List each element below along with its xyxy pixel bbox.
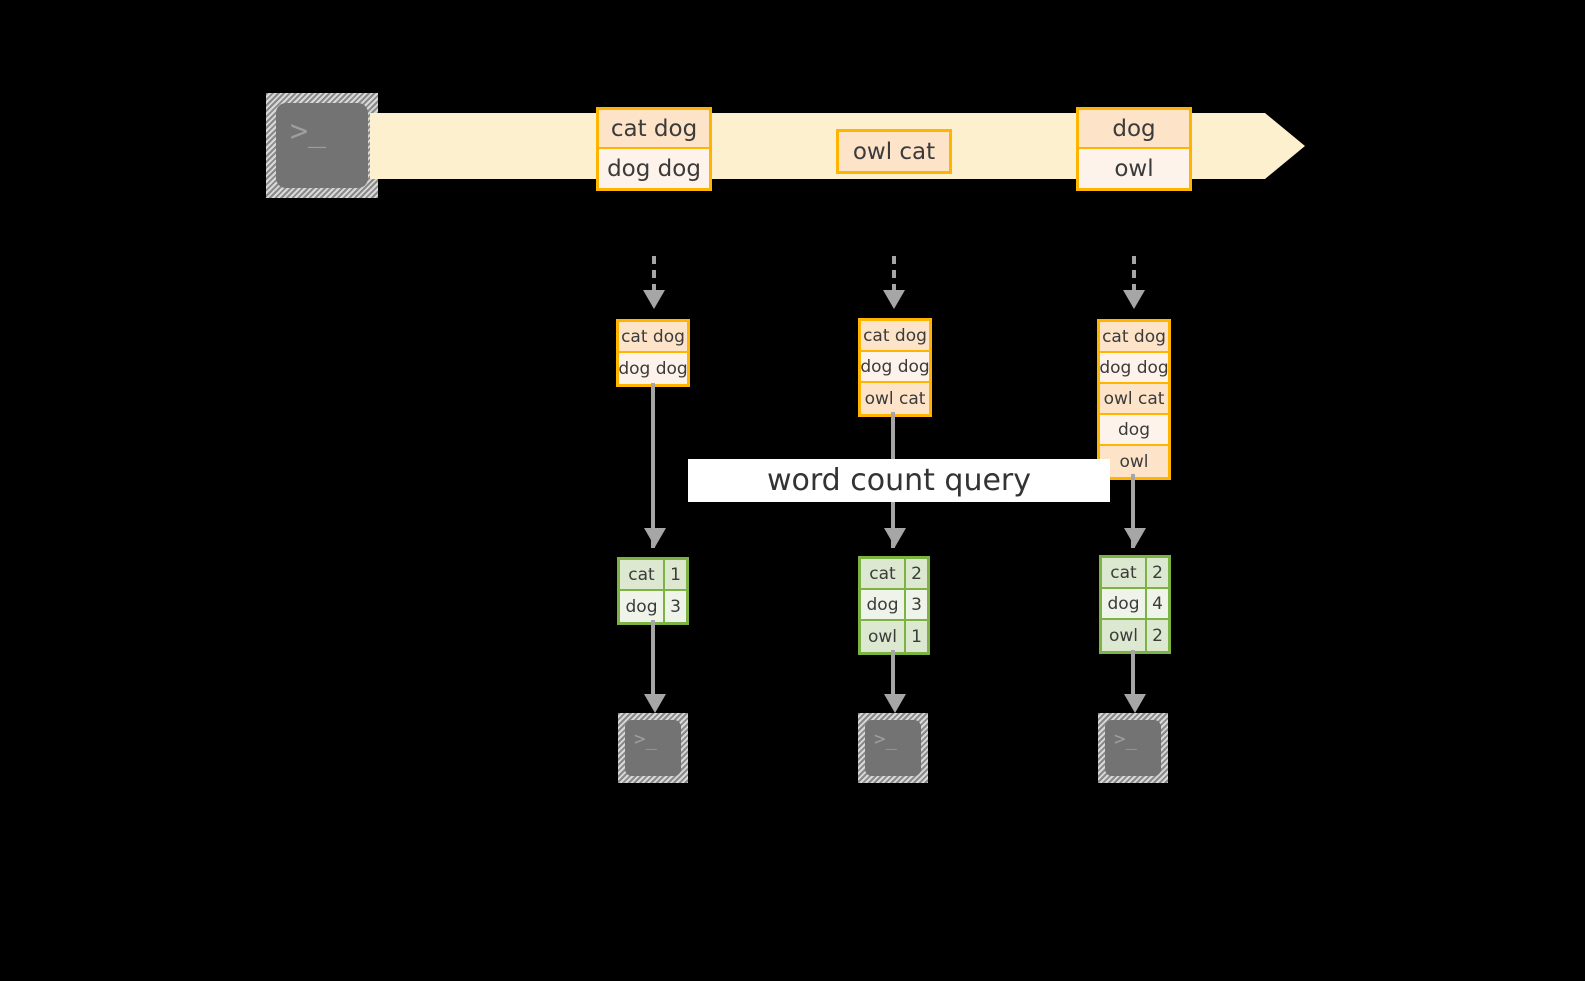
terminal-screen: >_ <box>276 103 368 188</box>
sink-terminal-icon-3: >_ <box>1098 713 1168 783</box>
sink-connector-arrowhead-2 <box>884 694 906 713</box>
result-count-cell: 1 <box>670 564 681 585</box>
snapshot-input-row: cat dog <box>1100 322 1168 353</box>
snapshot-input-row: cat dog <box>619 322 687 353</box>
result-count-cell: 2 <box>911 563 922 584</box>
result-count-cell: 1 <box>911 626 922 647</box>
result-count-cell: 3 <box>911 594 922 615</box>
snapshot-input-row: owl cat <box>861 383 929 414</box>
snapshot-input-row: owl cat <box>1100 384 1168 415</box>
terminal-prompt-glyph: >_ <box>290 114 327 149</box>
table-row: cat 2 <box>1102 558 1168 589</box>
result-table-1: cat 1 dog 3 <box>617 557 689 625</box>
snapshot-tap-connector-2 <box>892 256 896 292</box>
sink-connector-3 <box>1131 650 1135 706</box>
sink-connector-arrowhead-1 <box>644 694 666 713</box>
terminal-screen: >_ <box>625 720 681 776</box>
source-terminal-icon: >_ <box>266 93 378 198</box>
terminal-prompt-glyph: >_ <box>874 728 897 750</box>
result-count-cell: 3 <box>670 596 681 617</box>
stream-record: dog dog <box>599 149 709 188</box>
table-row: owl 2 <box>1102 620 1168 651</box>
terminal-prompt-glyph: >_ <box>1114 728 1137 750</box>
snapshot-input-row: dog <box>1100 415 1168 446</box>
sink-connector-2 <box>891 650 895 706</box>
result-word-cell: cat <box>861 559 906 588</box>
snapshot-input-table-1: cat dog dog dog <box>616 319 690 387</box>
result-word-cell: dog <box>861 590 906 619</box>
snapshot-input-table-2: cat dog dog dog owl cat <box>858 318 932 417</box>
result-word-cell: cat <box>1102 558 1147 587</box>
result-word-cell: cat <box>620 560 665 589</box>
stream-record-group-2: owl cat <box>836 129 952 174</box>
result-count-cell: 2 <box>1152 625 1163 646</box>
stream-record: owl <box>1079 149 1189 188</box>
result-word-cell: owl <box>861 621 906 652</box>
snapshot-input-row: owl <box>1100 446 1168 477</box>
snapshot-tap-arrowhead-1 <box>643 290 665 309</box>
result-word-cell: dog <box>1102 589 1147 618</box>
stream-arrow-head <box>1265 113 1305 179</box>
result-table-2: cat 2 dog 3 owl 1 <box>858 556 930 655</box>
stream-record: owl cat <box>839 132 949 171</box>
sink-connector-1 <box>651 620 655 706</box>
table-row: dog 3 <box>861 590 927 621</box>
snapshot-tap-arrowhead-3 <box>1123 290 1145 309</box>
table-row: owl 1 <box>861 621 927 652</box>
snapshot-tap-connector-1 <box>652 256 656 292</box>
snapshot-input-row: dog dog <box>860 352 930 383</box>
terminal-prompt-glyph: >_ <box>634 728 657 750</box>
table-row: dog 4 <box>1102 589 1168 620</box>
table-row: dog 3 <box>620 591 686 622</box>
query-connector-1 <box>651 383 655 548</box>
result-word-cell: dog <box>620 591 665 622</box>
result-word-cell: owl <box>1102 620 1147 651</box>
sink-terminal-icon-2: >_ <box>858 713 928 783</box>
snapshot-tap-arrowhead-2 <box>883 290 905 309</box>
stream-record: dog <box>1079 110 1189 149</box>
result-count-cell: 4 <box>1152 593 1163 614</box>
query-connector-3 <box>1131 474 1135 548</box>
sink-connector-arrowhead-3 <box>1124 694 1146 713</box>
table-row: cat 2 <box>861 559 927 590</box>
stream-record: cat dog <box>599 110 709 149</box>
snapshot-input-row: cat dog <box>861 321 929 352</box>
snapshot-input-row: dog dog <box>1099 353 1169 384</box>
query-connector-arrowhead-2 <box>884 528 906 547</box>
snapshot-input-row: dog dog <box>618 353 688 384</box>
query-connector-arrowhead-3 <box>1124 528 1146 547</box>
snapshot-input-table-3: cat dog dog dog owl cat dog owl <box>1097 319 1171 480</box>
stream-record-group-3: dog owl <box>1076 107 1192 191</box>
table-row: cat 1 <box>620 560 686 591</box>
snapshot-tap-connector-3 <box>1132 256 1136 292</box>
result-table-3: cat 2 dog 4 owl 2 <box>1099 555 1171 654</box>
sink-terminal-icon-1: >_ <box>618 713 688 783</box>
stream-record-group-1: cat dog dog dog <box>596 107 712 191</box>
query-connector-arrowhead-1 <box>644 528 666 547</box>
result-count-cell: 2 <box>1152 562 1163 583</box>
query-label: word count query <box>688 459 1110 502</box>
terminal-screen: >_ <box>865 720 921 776</box>
terminal-screen: >_ <box>1105 720 1161 776</box>
